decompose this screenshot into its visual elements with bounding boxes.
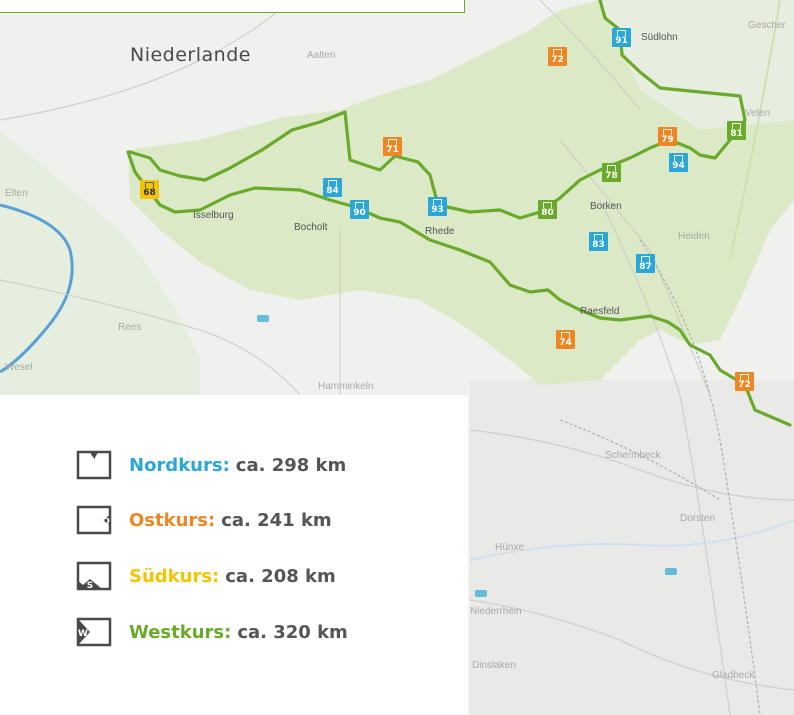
legend-name-ostkurs: Ostkurs: bbox=[129, 509, 216, 531]
route-marker-93[interactable]: 93 bbox=[428, 197, 447, 216]
place-aalten: Aalten bbox=[307, 50, 336, 61]
place-dinslaken: Dinslaken bbox=[472, 660, 516, 671]
legend-letter-o: O bbox=[102, 517, 110, 527]
route-northeast bbox=[598, 0, 747, 122]
place-heiden: Heiden bbox=[678, 231, 710, 242]
legend-item-westkurs[interactable]: W Westkurs: ca. 320 km bbox=[76, 617, 348, 647]
route-marker-71[interactable]: 71 bbox=[383, 137, 402, 156]
legend-item-ostkurs[interactable]: O Ostkurs: ca. 241 km bbox=[76, 505, 332, 535]
place-borken: Borken bbox=[590, 201, 622, 212]
route-marker-72-south[interactable]: 72 bbox=[735, 372, 754, 391]
route-area-light bbox=[600, 0, 794, 130]
route-marker-72[interactable]: 72 bbox=[548, 47, 567, 66]
route-marker-81[interactable]: 81 bbox=[727, 121, 746, 140]
compass-south-icon: S bbox=[76, 561, 112, 591]
place-dorsten: Dorsten bbox=[680, 513, 716, 524]
place-gescher: Gescher bbox=[748, 20, 786, 31]
place-rhede: Rhede bbox=[425, 226, 455, 237]
route-marker-90[interactable]: 90 bbox=[350, 200, 369, 219]
place-huenxe: Hünxe bbox=[495, 542, 524, 553]
railway-lines bbox=[559, 239, 761, 715]
place-gladbeck: Gladbeck bbox=[712, 670, 755, 681]
route-marker-94[interactable]: 94 bbox=[669, 153, 688, 172]
legend-name-nordkurs: Nordkurs: bbox=[129, 454, 230, 476]
route-marker-83[interactable]: 83 bbox=[589, 232, 608, 251]
legend-distance-nordkurs: ca. 298 km bbox=[235, 454, 347, 476]
place-schermbeck: Schermbeck bbox=[605, 450, 661, 461]
route-area bbox=[128, 0, 794, 385]
place-bocholt: Bocholt bbox=[294, 222, 328, 233]
river-rhine bbox=[0, 203, 74, 374]
place-niederrhein: Niederrhein bbox=[470, 606, 522, 617]
legend-item-nordkurs[interactable]: N Nordkurs: ca. 298 km bbox=[76, 450, 346, 480]
legend-letter-w: W bbox=[78, 629, 88, 639]
route-marker-84[interactable]: 84 bbox=[323, 178, 342, 197]
place-velen: Velen bbox=[745, 108, 771, 119]
legend-distance-ostkurs: ca. 241 km bbox=[221, 509, 332, 531]
info-box-edge bbox=[0, 0, 465, 13]
river-lippe bbox=[469, 519, 794, 561]
legend-distance-westkurs: ca. 320 km bbox=[237, 621, 348, 643]
road-badge bbox=[665, 568, 677, 575]
legend-item-suedkurs[interactable]: S Südkurs: ca. 208 km bbox=[76, 561, 336, 591]
place-wesel: Wesel bbox=[5, 362, 33, 373]
place-elten: Elten bbox=[5, 188, 28, 199]
place-hamminkeln: Hamminkeln bbox=[318, 381, 374, 392]
route-marker-68[interactable]: 68 bbox=[140, 180, 159, 199]
legend-letter-n: N bbox=[90, 456, 98, 466]
legend-name-westkurs: Westkurs: bbox=[129, 621, 232, 643]
place-raesfeld: Raesfeld bbox=[580, 306, 620, 317]
place-isselburg: Isselburg bbox=[193, 210, 234, 221]
highway-north bbox=[729, 0, 781, 261]
road-badge bbox=[257, 315, 269, 322]
compass-north-icon: N bbox=[76, 450, 112, 480]
route-marker-91[interactable]: 91 bbox=[612, 28, 631, 47]
route-marker-80[interactable]: 80 bbox=[538, 200, 557, 219]
meadow-area bbox=[0, 130, 200, 395]
place-rees: Rees bbox=[118, 322, 142, 333]
land-shade bbox=[470, 380, 794, 715]
road-badge bbox=[475, 590, 487, 597]
route-south-loop bbox=[158, 186, 792, 427]
route-marker-78[interactable]: 78 bbox=[602, 163, 621, 182]
route-marker-87[interactable]: 87 bbox=[636, 254, 655, 273]
compass-west-icon: W bbox=[76, 617, 112, 647]
route-marker-79[interactable]: 79 bbox=[658, 127, 677, 146]
legend-name-suedkurs: Südkurs: bbox=[129, 565, 220, 587]
compass-east-icon: O bbox=[76, 505, 112, 535]
country-label: Niederlande bbox=[130, 44, 251, 66]
route-marker-74[interactable]: 74 bbox=[556, 330, 575, 349]
legend-letter-s: S bbox=[87, 581, 93, 591]
place-suedlohn: Südlohn bbox=[641, 32, 678, 43]
legend-panel: N Nordkurs: ca. 298 km O Ostkurs: ca. 24… bbox=[0, 395, 468, 715]
legend-distance-suedkurs: ca. 208 km bbox=[225, 565, 336, 587]
